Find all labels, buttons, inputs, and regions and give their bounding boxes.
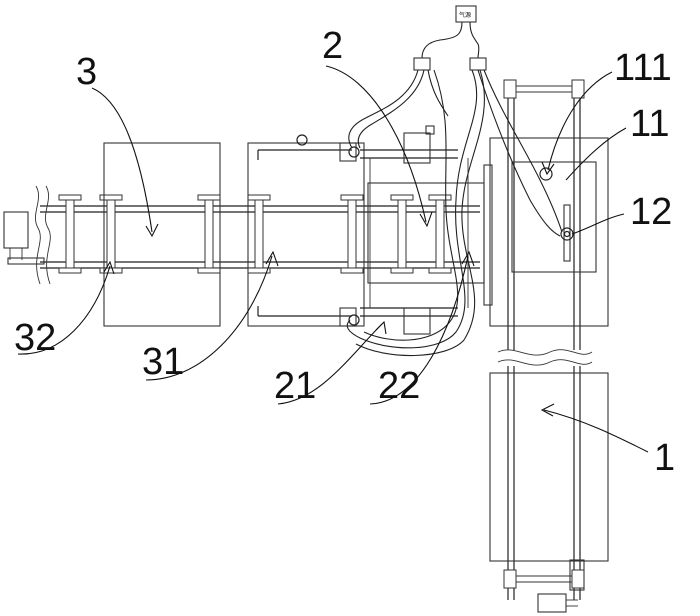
bottom-cylinder	[403, 307, 431, 335]
left-motor	[3, 211, 29, 249]
conveyor-1	[489, 79, 609, 613]
assembly-2	[339, 125, 493, 335]
part-12-bar	[563, 204, 571, 262]
ref-111: 111	[614, 47, 672, 89]
conveyor-3	[3, 142, 480, 327]
air-source-box	[455, 5, 477, 23]
ref-32: 32	[14, 317, 56, 359]
ref-1: 1	[654, 437, 675, 479]
air-hoses: 气源	[346, 5, 563, 357]
unit-11	[511, 161, 597, 273]
ref-2: 2	[322, 25, 343, 67]
air-source-label: 气源	[459, 11, 471, 19]
reference-labels: 3 2 111 11 12 1 32 31 21 22	[14, 25, 675, 479]
box-frame-3	[103, 142, 221, 327]
ref-11: 11	[630, 103, 669, 145]
ref-12: 12	[630, 191, 672, 233]
box-frame-1-upper	[489, 137, 609, 327]
frame-31	[247, 134, 365, 327]
bottom-motor	[537, 593, 567, 613]
top-cylinder	[403, 132, 431, 164]
ref-21: 21	[274, 365, 316, 407]
box-frame-1-lower	[489, 372, 609, 562]
ref-31: 31	[142, 341, 184, 383]
ref-22: 22	[378, 365, 420, 407]
ref-3: 3	[76, 51, 97, 93]
sensor-111	[539, 167, 553, 181]
conveyor-3-rollers	[58, 194, 452, 274]
